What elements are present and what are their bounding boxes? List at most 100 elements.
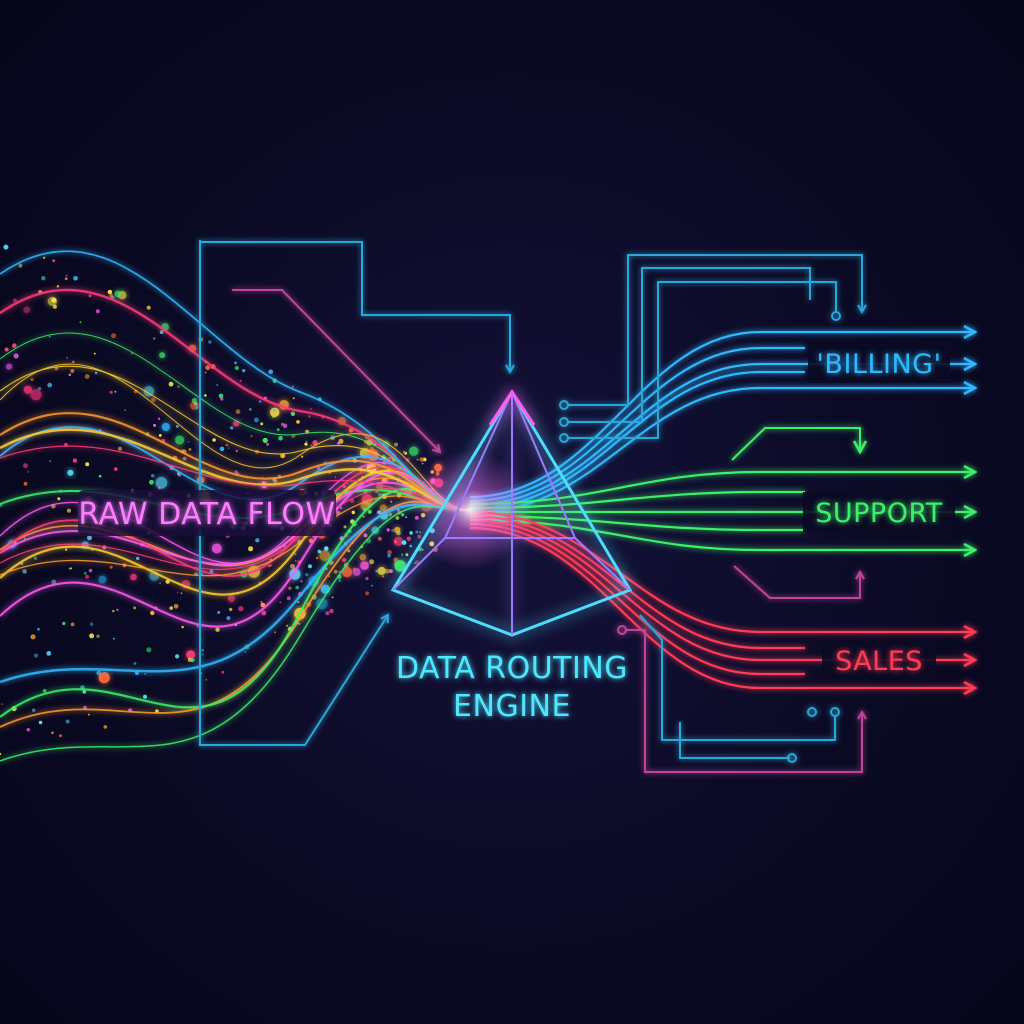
data-particle (64, 548, 68, 551)
data-particle (234, 361, 237, 365)
data-particle (374, 490, 377, 493)
billing-stream-line (469, 364, 975, 507)
data-particle (235, 449, 238, 452)
data-particle (114, 290, 121, 298)
data-particle (272, 409, 276, 412)
data-particle (309, 408, 312, 410)
data-particle (242, 369, 246, 373)
data-particle (93, 352, 96, 355)
data-particle (202, 653, 204, 656)
data-particle (221, 670, 225, 674)
data-particle (188, 448, 192, 451)
data-particle (27, 471, 30, 473)
prism-apex-glow (488, 389, 536, 426)
data-particle (351, 510, 356, 515)
data-particle (310, 444, 313, 447)
data-particle (394, 526, 401, 534)
support-label-backdrop (803, 492, 955, 532)
data-particle (328, 575, 331, 578)
data-particle (130, 573, 137, 581)
trace-billing-1 (568, 254, 862, 406)
data-particle (30, 378, 34, 382)
engine-label-line1: DATA ROUTING (396, 651, 628, 686)
data-particle (201, 649, 204, 652)
data-particle (143, 694, 147, 699)
data-particle (260, 422, 264, 426)
data-particle (47, 382, 53, 388)
data-particle (270, 564, 273, 567)
data-particle (23, 537, 26, 540)
data-particle (109, 390, 113, 394)
data-particle (136, 556, 140, 561)
sales-stream-line (469, 518, 975, 660)
data-particle (391, 529, 394, 532)
data-particle (270, 407, 280, 417)
data-particle (146, 305, 151, 310)
data-particle (255, 538, 260, 543)
trace-sales-2 (639, 614, 836, 741)
data-particle (296, 420, 300, 424)
data-particle (175, 654, 180, 659)
data-particle (49, 460, 52, 463)
data-particle (66, 508, 72, 513)
data-particle (262, 437, 268, 443)
data-particle (367, 509, 372, 514)
data-particle (371, 526, 379, 534)
data-particle (378, 492, 383, 498)
destination-labels: 'BILLING' SUPPORT SALES (803, 343, 955, 680)
data-particle (371, 584, 373, 587)
data-particle (13, 353, 19, 359)
data-particle (260, 602, 266, 608)
data-particle (209, 569, 214, 574)
data-particle (308, 415, 311, 418)
data-particle (88, 294, 92, 298)
data-particle (68, 373, 72, 377)
data-particle (290, 411, 296, 416)
data-particle (293, 552, 297, 556)
data-particle (294, 559, 297, 562)
data-particle (56, 285, 60, 288)
data-particle (394, 560, 406, 572)
data-particle (153, 337, 156, 340)
data-particle (73, 276, 78, 281)
data-particle (70, 369, 75, 373)
data-particle (85, 462, 90, 467)
data-particle (98, 672, 110, 684)
trace-node (617, 625, 627, 635)
data-particle (124, 409, 126, 411)
data-stream-line (0, 363, 471, 511)
data-particle (226, 616, 231, 621)
data-particle (369, 559, 375, 565)
data-particle (405, 516, 408, 519)
data-particle (83, 571, 87, 575)
data-particle (195, 406, 199, 409)
data-particle (112, 637, 115, 640)
data-particle (401, 513, 405, 517)
engine-label-line2: ENGINE (453, 689, 571, 724)
data-particle (352, 567, 357, 571)
input-circuit-traces (199, 240, 510, 746)
data-particle (292, 397, 295, 400)
data-particle (18, 263, 23, 268)
data-particle (274, 631, 276, 634)
billing-label: 'BILLING' (817, 349, 942, 380)
data-particle (397, 508, 400, 511)
data-particle (338, 579, 342, 582)
data-particle (215, 627, 220, 632)
data-particle (239, 379, 242, 382)
data-particle (268, 564, 271, 568)
data-particle (0, 703, 3, 705)
data-particle (51, 579, 57, 585)
data-particle (114, 390, 117, 393)
data-particle (212, 438, 216, 442)
trace-billing-2 (568, 267, 811, 423)
data-particle (288, 586, 292, 590)
data-particle (325, 611, 330, 616)
source-label-group: RAW DATA FLOW (78, 490, 336, 536)
data-particle (65, 274, 68, 277)
data-particle (87, 713, 90, 716)
trace-bottom-loop (199, 530, 388, 746)
data-particle (406, 536, 412, 542)
data-particle (204, 371, 207, 374)
data-particle (22, 569, 27, 574)
